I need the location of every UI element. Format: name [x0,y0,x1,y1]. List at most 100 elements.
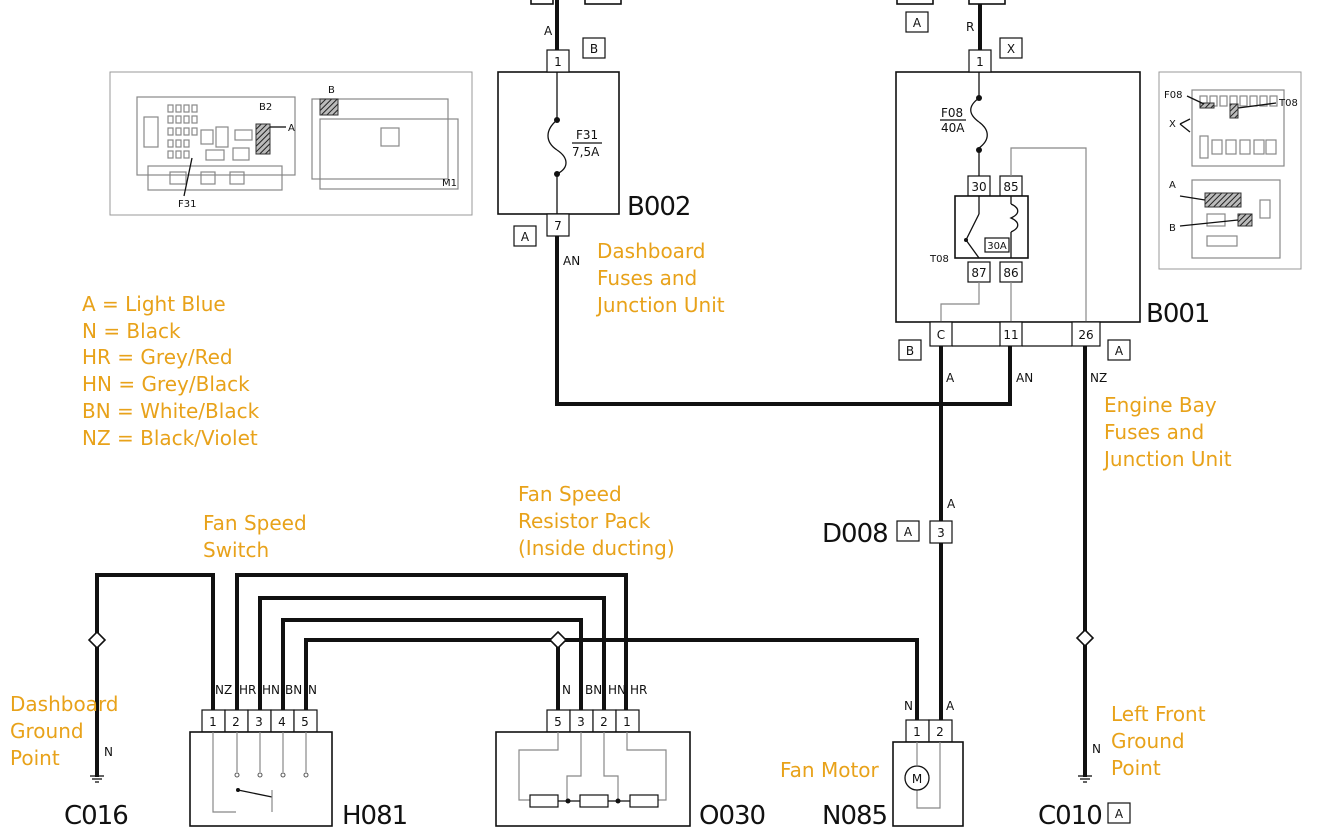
wire-hr [235,573,628,712]
inset-right-label-f08: F08 [1164,90,1182,101]
wire-an [555,234,1012,406]
b002-desc-1: Dashboard [597,239,706,263]
svg-text:11: 11 [1003,328,1018,342]
d008-pin: 3 [937,526,945,540]
n085-motor-symbol: M [912,772,922,786]
wire-label-o030: HN [608,683,626,697]
wire-label-d008-top: A [947,497,956,511]
legend-item: N = Black [82,319,181,343]
c010-desc-1: Left Front [1111,702,1206,726]
inset-right-label-b: B [1169,223,1176,234]
wire-label-c010: N [1092,742,1101,756]
wire-hn [258,596,606,712]
b001-conn-right: A [1115,344,1124,358]
inset-left: B2 A F31 B M1 [109,71,473,216]
h081-desc-2: Switch [203,538,269,562]
inset-left-label-b2: B2 [259,102,272,113]
h081-pin: 1 [209,715,217,729]
o030-code: O030 [699,801,765,831]
n085-pin: 1 [913,725,921,739]
c016-code: C016 [64,801,128,831]
b001-desc-2: Fuses and [1104,420,1204,444]
component-b001: 1 X R F08 40A 30 85 30A T08 87 86 [895,20,1232,471]
wire-label-h081: HN [262,683,280,697]
o030-pin: 2 [600,715,608,729]
inset-right: F08 T08 X A B [1158,71,1302,270]
b002-fuse-rating: 7,5A [572,145,600,159]
splices [87,628,1095,650]
inset-left-label-a: A [288,123,295,134]
component-d008: A A 3 D008 [822,497,956,549]
wire-label-h081: N [308,683,317,697]
b001-fuse-rating: 40A [941,121,965,135]
n085-pin: 2 [936,725,944,739]
splice-o030 [548,630,568,650]
o030-pin: 3 [577,715,585,729]
wire-label-o030: BN [585,683,602,697]
legend-item: A = Light Blue [82,292,226,316]
wire-label-h081: NZ [215,683,232,697]
wire-label-h081: HR [239,683,256,697]
c016-desc-2: Ground [10,719,84,743]
b001-conn-left: B [906,344,914,358]
wire-label-b001-c: A [946,371,955,385]
b001-code: B001 [1146,299,1209,329]
wire-label-b002-top: A [544,24,553,38]
d008-conn: A [904,525,913,539]
h081-pin: 3 [255,715,263,729]
wire-label-o030: HR [630,683,647,697]
wire-label-b001-26: NZ [1090,371,1107,385]
svg-text:C: C [937,328,945,342]
b002-conn-bottom: A [521,230,530,244]
top-conn-left: A [913,16,922,30]
b002-fuse-name: F31 [576,128,598,142]
c010-code: C010 [1038,801,1102,831]
wire-label-h081: BN [285,683,302,697]
component-c016: N C016 Dashboard Ground Point [10,692,129,831]
wire-label-n085: N [904,699,913,713]
splice-c010 [1075,628,1095,648]
legend-item: HR = Grey/Red [82,345,233,369]
legend-item: HN = Grey/Black [82,372,250,396]
n085-code: N085 [822,801,887,831]
component-h081: Fan Speed Switch NZ HR HN BN N 1 2 3 4 5… [189,511,408,831]
c010-desc-3: Point [1111,756,1161,780]
inset-left-label-f31: F31 [178,199,196,210]
b002-conn-top: B [590,42,598,56]
svg-text:7: 7 [554,219,562,233]
inset-left-label-m1: M1 [442,178,457,189]
component-o030: Fan Speed Resistor Pack (Inside ducting)… [495,482,766,831]
h081-pin: 4 [278,715,286,729]
component-n085: Fan Motor N A 1 2 M N085 [780,699,964,831]
b001-conn-top: X [1007,42,1015,56]
legend-item: NZ = Black/Violet [82,426,258,450]
inset-right-label-x: X [1169,119,1176,130]
svg-text:1: 1 [976,55,984,69]
h081-code: H081 [342,801,407,831]
c010-conn: A [1115,807,1124,821]
wire-c016 [95,573,215,777]
splice-c016 [87,630,107,650]
wires [95,0,1087,777]
d008-code: D008 [822,519,888,549]
b002-desc-3: Junction Unit [595,293,725,317]
wire-n [304,638,919,722]
h081-pin: 5 [301,715,309,729]
wire-label-b002-bottom: AN [563,254,580,268]
wire-label-o030: N [562,683,571,697]
svg-text:85: 85 [1003,180,1018,194]
legend-item: BN = White/Black [82,399,260,423]
h081-desc-1: Fan Speed [203,511,307,535]
svg-text:87: 87 [971,266,986,280]
inset-right-label-a: A [1169,180,1176,191]
b001-relay-name: T08 [929,254,949,265]
b002-desc-2: Fuses and [597,266,697,290]
svg-text:1: 1 [554,55,562,69]
c016-desc-1: Dashboard [10,692,119,716]
top-connectors: A [530,0,1006,33]
wire-label-b001-11: AN [1016,371,1033,385]
n085-desc: Fan Motor [780,758,880,782]
svg-text:30: 30 [971,180,986,194]
b001-relay-rating: 30A [987,241,1007,252]
svg-text:26: 26 [1078,328,1093,342]
